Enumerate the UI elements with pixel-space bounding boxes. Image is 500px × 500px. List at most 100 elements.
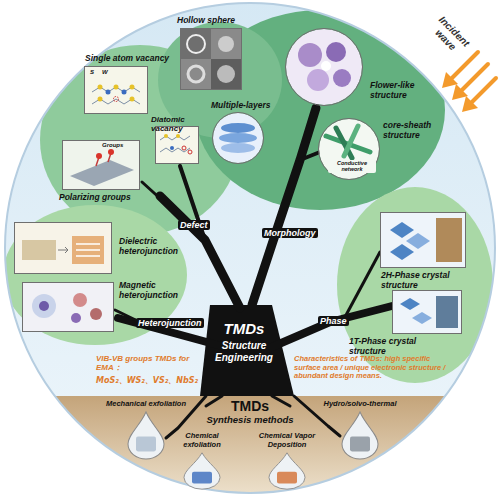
node-label: Polarizing groups — [59, 193, 149, 203]
node-label: Dielectric heterojunction — [119, 237, 183, 257]
2h-phase-picture — [381, 213, 465, 267]
single-vacancy-picture — [98, 85, 103, 90]
1t-phase-picture — [412, 312, 432, 324]
magnetic-heterojunction-picture — [23, 283, 113, 331]
tree-branches — [142, 182, 175, 212]
material-note: VIB-VB groups TMDs for EMA： — [96, 354, 198, 372]
root-subtitle: Synthesis methods — [205, 415, 295, 426]
2h-phase-picture — [390, 222, 414, 238]
diatomic-vacancy-picture — [176, 134, 180, 138]
drop-outline — [128, 412, 164, 459]
tree-branches — [115, 108, 392, 438]
1t-phase-picture — [436, 296, 458, 328]
synthesis-drop: Chemical Vapor Deposition — [252, 432, 322, 490]
drop-picture — [277, 472, 297, 484]
node-label: 1T-Phase crystal structure — [349, 337, 433, 357]
node-label: Chemical exfoliation — [170, 432, 234, 449]
drop-outline — [340, 411, 380, 460]
hollow-sphere-picture — [181, 29, 211, 59]
flower-picture — [298, 43, 322, 67]
image-frame: Magnetic heterojunction — [22, 282, 114, 332]
node-label: Mechanical exfoliation — [104, 400, 188, 409]
hollow-sphere-picture — [187, 35, 205, 53]
dielectric-heterojunction-picture — [58, 247, 68, 253]
single-vacancy-picture — [114, 97, 119, 102]
multiple-layers-picture — [213, 113, 263, 163]
image-frame: 2H-Phase crystal structure — [380, 212, 466, 268]
single-vacancy-picture — [98, 97, 103, 102]
diatomic-vacancy-picture — [170, 146, 174, 150]
image-frame: Dielectric heterojunction — [14, 222, 112, 274]
polarizing-groups-picture — [63, 141, 139, 189]
single-vacancy-picture — [85, 67, 147, 113]
image-circle: Flower-like structure — [285, 28, 363, 106]
drop-outline — [184, 453, 220, 489]
single-vacancy-picture — [130, 97, 135, 102]
flower-picture — [286, 29, 362, 105]
single-vacancy-picture — [85, 67, 147, 113]
drop-outline — [182, 452, 222, 490]
characteristics-note: Characteristics of TMDs: high specific s… — [294, 355, 450, 381]
branch-label: Defect — [178, 220, 210, 230]
1t-phase-picture — [400, 298, 420, 310]
drop-picture — [192, 472, 212, 484]
node-label: TMDs — [208, 320, 280, 337]
diatomic-vacancy-picture — [164, 134, 168, 138]
multiple-layers-picture — [213, 113, 263, 163]
magnetic-heterojunction-picture — [71, 313, 81, 323]
2h-phase-picture — [406, 233, 430, 249]
flower-picture — [286, 29, 362, 105]
canopy — [337, 187, 493, 383]
synthesis-drop: Chemical exfoliation — [170, 432, 234, 490]
hollow-sphere-picture — [188, 66, 204, 82]
node-label: Magnetic heterojunction — [119, 281, 187, 301]
incident-wave-arrows — [470, 78, 496, 104]
branch-label: Morphology — [262, 228, 318, 238]
incident-wave-label: Incident wave — [419, 5, 481, 67]
trunk-title: TMDsStructure Engineering — [208, 318, 280, 384]
node-label: Hollow sphere — [177, 16, 257, 26]
tree-branches — [300, 152, 320, 160]
single-vacancy-picture — [130, 85, 135, 90]
dielectric-heterojunction-picture — [22, 240, 56, 260]
node-label: Multiple-layers — [211, 101, 283, 111]
multiple-layers-picture — [219, 133, 257, 143]
hollow-sphere-picture — [181, 59, 211, 89]
flower-picture — [333, 69, 351, 87]
magnetic-heterojunction-picture — [90, 308, 102, 320]
tree-branches — [206, 396, 222, 406]
hollow-sphere-picture — [218, 36, 234, 52]
node-label: core-sheath structure — [383, 121, 445, 141]
diatomic-vacancy-picture — [160, 136, 190, 152]
node-label: 2H-Phase crystal structure — [381, 271, 465, 291]
synthesis-drop: Hydro/solvo-thermal — [318, 400, 402, 460]
magnetic-heterojunction-picture — [39, 301, 49, 311]
2h-phase-picture — [390, 244, 414, 260]
hollow-sphere-picture — [211, 29, 241, 59]
magnetic-heterojunction-picture — [23, 283, 113, 331]
multiple-layers-picture — [221, 143, 255, 153]
drop-outline — [267, 452, 307, 490]
tree-branches — [345, 252, 380, 317]
branch-label: Phase — [318, 316, 349, 326]
polarizing-groups-picture — [96, 153, 111, 166]
core-sheath-picture — [319, 119, 379, 179]
flower-picture — [321, 61, 331, 71]
image-circle: Multiple-layers — [212, 112, 264, 164]
dielectric-heterojunction-picture — [76, 244, 100, 256]
node-label: Diatomic vacancy — [151, 115, 217, 133]
node-label: Structure Engineering — [208, 340, 280, 363]
magnetic-heterojunction-picture — [32, 294, 56, 318]
node-label: Hydro/solvo-thermal — [318, 400, 402, 409]
multiple-layers-picture — [221, 123, 255, 133]
2h-phase-picture — [381, 213, 465, 267]
group-label: Groups — [100, 142, 125, 149]
hollow-sphere-picture — [217, 65, 235, 83]
flower-picture — [307, 69, 329, 91]
incident-wave-arrows — [442, 52, 496, 112]
incident-wave-arrows — [462, 96, 478, 112]
background — [0, 396, 500, 500]
magnetic-heterojunction-picture — [73, 293, 87, 307]
